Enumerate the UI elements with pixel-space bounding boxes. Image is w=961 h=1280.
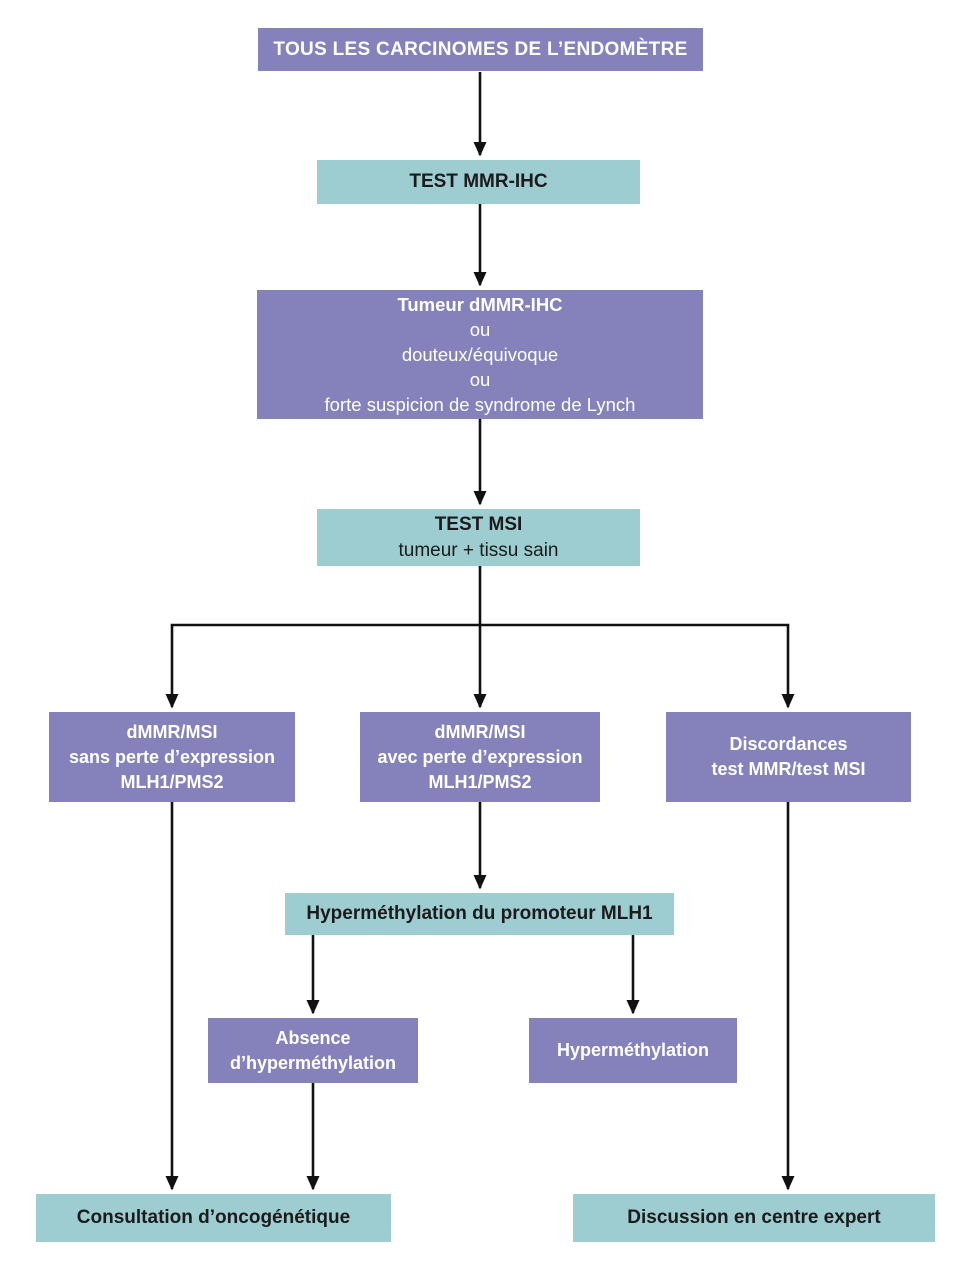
node-sans-line3: MLH1/PMS2 xyxy=(120,771,224,792)
node-test-msi-subtitle: tumeur + tissu sain xyxy=(398,539,559,561)
node-dmmr-msi-avec-perte: dMMR/MSI avec perte d’expression MLH1/PM… xyxy=(360,712,600,802)
node-tumeur-dmmr: Tumeur dMMR-IHC ou douteux/équivoque ou … xyxy=(257,290,703,419)
node-dmmr-msi-sans-perte: dMMR/MSI sans perte d’expression MLH1/PM… xyxy=(49,712,295,802)
node-discordances: Discordances test MMR/test MSI xyxy=(666,712,911,802)
node-test-msi: TEST MSI tumeur + tissu sain xyxy=(317,509,640,566)
node-avec-line3: MLH1/PMS2 xyxy=(428,771,532,792)
node-hypermethylation: Hyperméthylation xyxy=(529,1018,737,1083)
node-discussion-label: Discussion en centre expert xyxy=(627,1207,881,1228)
node-all-carcinomas-label: TOUS LES CARCINOMES DE L’ENDOMÈTRE xyxy=(273,38,688,60)
node-absence-line2: d’hyperméthylation xyxy=(229,1052,397,1073)
node-tumeur-line4: ou xyxy=(469,369,491,390)
node-promoteur-label: Hyperméthylation du promoteur MLH1 xyxy=(306,903,653,924)
node-avec-line1: dMMR/MSI xyxy=(434,721,526,742)
node-absence-hypermethylation: Absence d’hyperméthylation xyxy=(208,1018,418,1083)
node-hypermethylation-promoteur: Hyperméthylation du promoteur MLH1 xyxy=(285,893,674,935)
branch-msi-trunk xyxy=(170,564,790,627)
node-tumeur-line1: Tumeur dMMR-IHC xyxy=(397,294,563,315)
node-tumeur-line5: forte suspicion de syndrome de Lynch xyxy=(324,394,636,415)
node-absence-line1: Absence xyxy=(275,1027,351,1048)
node-tumeur-line3: douteux/équivoque xyxy=(401,344,559,365)
node-hypermethylation-label: Hyperméthylation xyxy=(556,1040,710,1060)
node-disc-line1: Discordances xyxy=(729,734,848,754)
node-sans-line1: dMMR/MSI xyxy=(126,721,218,742)
node-all-carcinomas: TOUS LES CARCINOMES DE L’ENDOMÈTRE xyxy=(258,28,703,71)
node-consultation-oncogenetique: Consultation d’oncogénétique xyxy=(36,1194,391,1242)
node-consultation-label: Consultation d’oncogénétique xyxy=(76,1207,351,1228)
node-sans-line2: sans perte d’expression xyxy=(68,746,276,767)
node-test-mmr-ihc: TEST MMR-IHC xyxy=(317,160,640,204)
node-test-msi-title: TEST MSI xyxy=(434,513,523,535)
node-avec-line2: avec perte d’expression xyxy=(377,746,583,767)
node-tumeur-line2: ou xyxy=(469,319,491,340)
node-discussion-centre-expert: Discussion en centre expert xyxy=(573,1194,935,1242)
node-disc-line2: test MMR/test MSI xyxy=(711,759,866,779)
node-test-mmr-ihc-label: TEST MMR-IHC xyxy=(409,171,548,192)
